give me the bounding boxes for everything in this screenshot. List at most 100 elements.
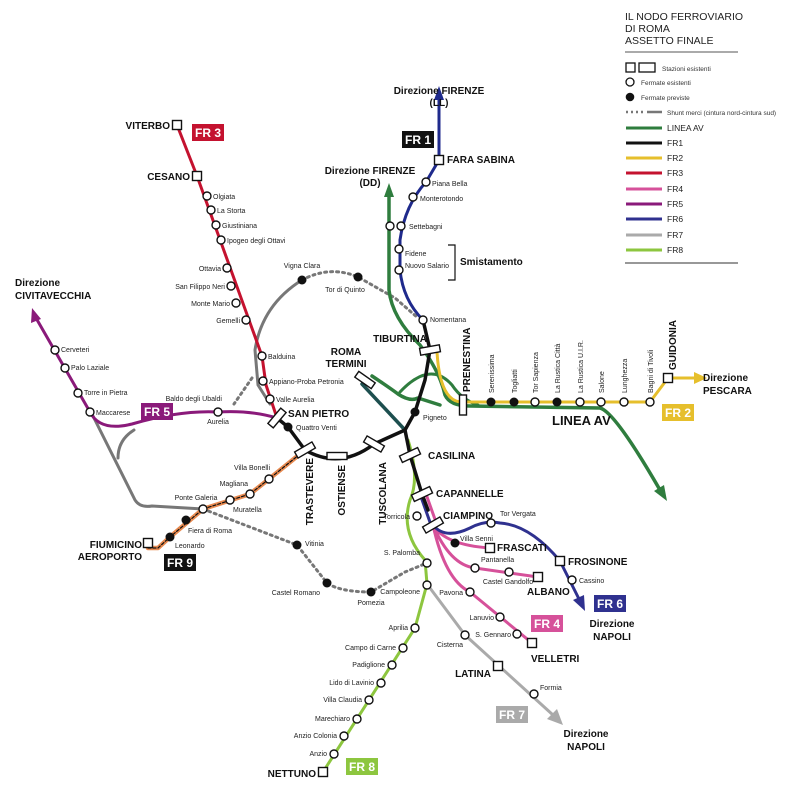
- station-ciampino[interactable]: CIAMPINO: [421, 511, 494, 534]
- station-cerveteri[interactable]: Cerveteri: [50, 345, 90, 355]
- station-magliana[interactable]: Magliana: [220, 481, 255, 499]
- station-castel-romano[interactable]: Castel Romano: [272, 578, 332, 598]
- station-togliatti[interactable]: Togliatti: [509, 369, 520, 407]
- fr7-badge[interactable]: FR 7: [496, 706, 528, 723]
- station-anzio-colonia[interactable]: Anzio Colonia: [294, 731, 349, 741]
- station-villa-claudia[interactable]: Villa Claudia: [323, 695, 374, 705]
- station-serenissima[interactable]: Serenissima: [486, 354, 497, 407]
- fr6-badge[interactable]: FR 6: [594, 595, 626, 612]
- station-pigneto[interactable]: Pigneto: [410, 407, 447, 423]
- station-capannelle[interactable]: CAPANNELLE: [410, 485, 504, 503]
- station-cesano[interactable]: CESANO: [147, 170, 203, 184]
- station-settebagni[interactable]: Settebagni: [396, 221, 443, 231]
- station-salone[interactable]: Salone: [596, 371, 606, 407]
- fr8-badge[interactable]: FR 8: [346, 758, 378, 775]
- station-square-icon: [554, 555, 566, 567]
- linea-av-line: [387, 190, 662, 492]
- station-cisterna[interactable]: Cisterna: [437, 630, 470, 649]
- station-lunghezza[interactable]: Lunghezza: [619, 359, 629, 407]
- station-label: Ponte Galeria: [175, 495, 218, 502]
- station-ottavia[interactable]: Ottavia: [199, 263, 232, 273]
- fr3-badge[interactable]: FR 3: [192, 124, 224, 141]
- station-latina[interactable]: LATINA: [455, 660, 504, 681]
- station-s-gennaro[interactable]: S. Gennaro: [475, 629, 522, 639]
- station-balduina[interactable]: Balduina: [257, 351, 295, 361]
- station-villa-senni[interactable]: Villa Senni: [450, 536, 494, 548]
- station-leonardo[interactable]: Leonardo: [165, 532, 205, 551]
- station-nettuno[interactable]: NETTUNO: [268, 766, 329, 781]
- station-tor-sapienza[interactable]: Tor Sapienza: [530, 352, 540, 407]
- station-torricola[interactable]: Torricola: [384, 511, 422, 521]
- station-nomentana[interactable]: Nomentana: [418, 315, 466, 325]
- station-palo-laziale[interactable]: Palo Laziale: [60, 363, 109, 373]
- station-velletri[interactable]: VELLETRI: [526, 637, 580, 666]
- station-la-rustica-uir[interactable]: La Rustica U.I.R.: [575, 340, 585, 407]
- station-vitinia[interactable]: Vitinia: [292, 540, 325, 550]
- station-prenestina[interactable]: PRENESTINA: [458, 328, 474, 416]
- station-aurelia[interactable]: Aurelia: [207, 407, 229, 426]
- station-frascati[interactable]: FRASCATI: [484, 542, 548, 554]
- station-pomezia[interactable]: Pomezia: [357, 587, 385, 608]
- station-maccarese[interactable]: Maccarese: [85, 407, 130, 417]
- station-villa-bonelli[interactable]: Villa Bonelli: [234, 465, 274, 484]
- fr1-badge[interactable]: FR 1: [402, 131, 434, 148]
- station-pavona[interactable]: Pavona: [439, 587, 475, 597]
- station-torre-in-pietra[interactable]: Torre in Pietra: [73, 388, 128, 398]
- station-san-pietro[interactable]: SAN PIETRO: [266, 407, 349, 429]
- station-ponte-galeria[interactable]: Ponte Galeria: [175, 495, 218, 514]
- station-lido-di-lavinio[interactable]: Lido di Lavinio: [329, 678, 386, 688]
- station-cassino[interactable]: Cassino: [567, 575, 604, 585]
- station-fiera-di-roma[interactable]: Fiera di Roma: [181, 515, 233, 536]
- station-vigna-clara[interactable]: Vigna Clara: [284, 263, 321, 285]
- station-frosinone[interactable]: FROSINONE: [554, 555, 628, 569]
- fr5-badge[interactable]: FR 5: [141, 403, 173, 420]
- station-anzio[interactable]: Anzio: [309, 749, 339, 759]
- legend-label: Fermate esistenti: [641, 80, 691, 87]
- station-nuovo-salario[interactable]: Nuovo Salario: [394, 263, 449, 275]
- station-tor-vergata[interactable]: Tor Vergata: [486, 511, 536, 528]
- station-ostiense[interactable]: OSTIENSE: [326, 451, 348, 516]
- station-formia[interactable]: Formia: [529, 685, 562, 699]
- station-appiano[interactable]: Appiano-Proba Petronia: [258, 376, 344, 386]
- station-viterbo[interactable]: VITERBO: [126, 119, 183, 133]
- station-fidene[interactable]: Fidene: [394, 244, 427, 258]
- station-quattro-venti[interactable]: Quattro Venti: [283, 422, 338, 433]
- station-tor-di-quinto[interactable]: Tor di Quinto: [325, 272, 365, 295]
- station-piana-bella[interactable]: Piana Bella: [421, 177, 468, 188]
- station-gemelli[interactable]: Gemelli: [216, 315, 251, 325]
- station-guidonia[interactable]: GUIDONIA: [662, 320, 680, 384]
- station-tiburtina[interactable]: TIBURTINA: [373, 334, 442, 356]
- station-baldo-degli-ubaldi[interactable]: Baldo degli Ubaldi: [166, 396, 223, 403]
- station-s-palomba[interactable]: S. Palomba: [384, 550, 432, 568]
- station-ipogeo[interactable]: Ipogeo degli Ottavi: [216, 235, 286, 245]
- station-marechiaro[interactable]: Marechiaro: [315, 714, 362, 724]
- fr9-badge[interactable]: FR 9: [164, 554, 196, 571]
- station-monterotondo[interactable]: Monterotondo: [408, 192, 463, 203]
- fr4-badge[interactable]: FR 4: [531, 615, 563, 632]
- station-bagni-di-tivoli[interactable]: Bagni di Tivoli: [645, 349, 655, 407]
- station-fara-sabina[interactable]: FARA SABINA: [433, 154, 515, 166]
- station-monte-mario[interactable]: Monte Mario: [191, 298, 241, 308]
- station-label: La Rustica Città: [555, 343, 562, 393]
- station-giustiniana[interactable]: Giustiniana: [211, 220, 257, 230]
- station-trastevere[interactable]: TRASTEVERE: [293, 441, 317, 525]
- station-casilina[interactable]: CASILINA: [398, 446, 475, 464]
- station-aprilia[interactable]: Aprilia: [389, 623, 420, 633]
- station-san-filippo[interactable]: San Filippo Neri: [175, 281, 236, 291]
- station-olgiata[interactable]: Olgiata: [202, 191, 235, 201]
- station-castel-gandolfo[interactable]: Castel Gandolfo: [483, 567, 533, 586]
- station-campo-di-carne[interactable]: Campo di Carne: [345, 643, 408, 653]
- station-la-storta[interactable]: La Storta: [206, 205, 246, 215]
- station-padiglione[interactable]: Padiglione: [352, 660, 397, 670]
- station-muratella[interactable]: Muratella: [225, 495, 262, 514]
- station-valle-aurelia[interactable]: Valle Aurelia: [265, 394, 315, 404]
- station-lanuvio[interactable]: Lanuvio: [469, 612, 505, 622]
- station-pantanella[interactable]: Pantanella: [470, 557, 514, 573]
- station-campoleone[interactable]: Campoleone: [380, 580, 432, 596]
- station-tuscolana[interactable]: TUSCOLANA: [362, 435, 389, 525]
- station-albano[interactable]: ALBANO: [527, 571, 570, 599]
- fr2-badge[interactable]: FR 2: [662, 404, 694, 421]
- station-la-rustica-citta[interactable]: La Rustica Città: [552, 343, 563, 407]
